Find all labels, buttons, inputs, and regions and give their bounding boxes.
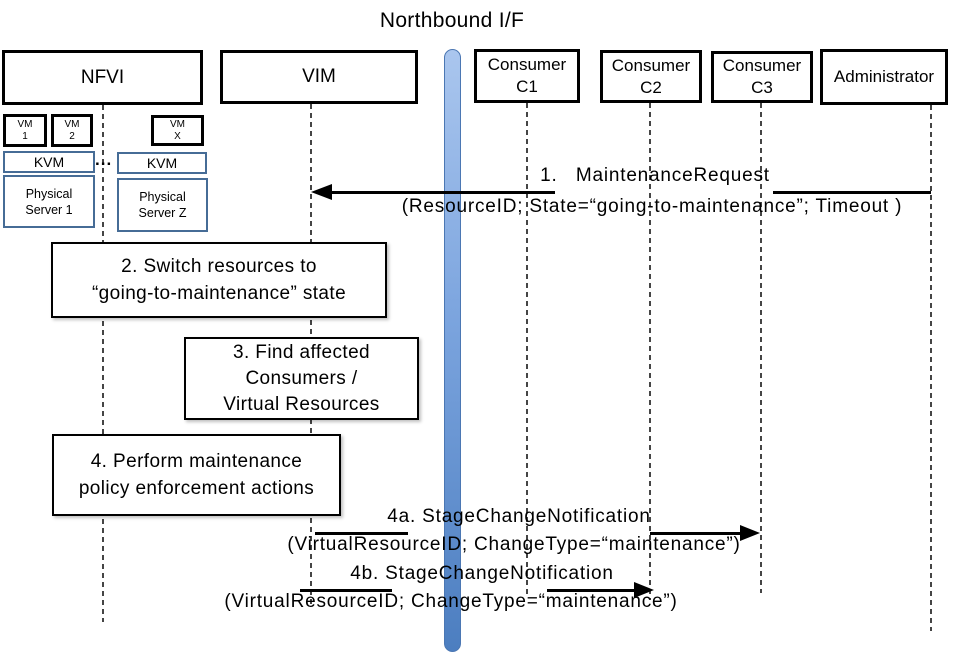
message-4b-arrowhead-right-icon	[634, 582, 654, 598]
actor-administrator-label: Administrator	[833, 67, 935, 86]
message-1-arrow-segment-a	[328, 191, 555, 194]
physical-server-1-line1: Physical	[25, 186, 73, 201]
actor-nfvi-label: NFVI	[80, 66, 125, 88]
message-4b-arrow-segment-a	[300, 589, 392, 592]
actor-consumer-c3: Consumer C3	[711, 51, 813, 103]
message-4b-label: 4b. StageChangeNotification	[350, 563, 614, 584]
actor-c2-label-line2: C2	[640, 77, 662, 97]
actor-c3-label-line2: C3	[751, 78, 773, 97]
message-1-params: (ResourceID; State=“going-to-maintenance…	[401, 196, 903, 217]
message-4a-params: (VirtualResourceID; ChangeType=“maintena…	[287, 534, 741, 555]
step-3-line2: Consumers /	[245, 367, 358, 389]
kvm-right-box: KVM	[117, 152, 207, 174]
lifeline-consumer-c1	[526, 103, 528, 594]
step-4-line1: 4. Perform maintenance	[90, 451, 303, 472]
physical-server-1-box: Physical Server 1	[3, 175, 95, 228]
step-3-line1: 3. Find affected	[232, 341, 371, 363]
vm-1-label-line2: 1	[22, 130, 28, 142]
step-4-box: 4. Perform maintenance policy enforcemen…	[52, 434, 341, 516]
vm-2-box: VM 2	[51, 114, 93, 147]
ellipsis: ...	[95, 150, 113, 169]
step-2-line2: “going-to-maintenance” state	[91, 283, 347, 304]
vm-x-box: VM X	[151, 115, 204, 146]
vm-x-label-line1: VM	[170, 118, 185, 130]
physical-server-z-line1: Physical	[139, 190, 186, 204]
kvm-left-box: KVM	[3, 151, 95, 173]
actor-c1-label-line2: C1	[516, 77, 538, 96]
step-4-line2: policy enforcement actions	[78, 478, 315, 499]
step-3-line3: Virtual Resources	[223, 393, 380, 415]
actor-consumer-c1: Consumer C1	[474, 49, 580, 103]
step-2-line1: 2. Switch resources to	[121, 256, 317, 277]
message-4b-arrow-segment-b	[547, 589, 635, 592]
lifeline-consumer-c2	[649, 103, 651, 600]
message-1-arrowhead-left-icon	[311, 184, 332, 200]
actor-nfvi: NFVI	[2, 50, 203, 105]
vm-1-box: VM 1	[3, 114, 47, 147]
physical-server-z-box: Physical Server Z	[117, 178, 208, 232]
message-1-arrow-segment-b	[773, 191, 931, 194]
lifeline-nfvi	[102, 105, 104, 622]
actor-vim-label: VIM	[302, 66, 336, 87]
northbound-interface-bar	[444, 49, 461, 652]
message-1-label: 1. MaintenanceRequest	[540, 165, 770, 186]
vm-1-label-line1: VM	[17, 118, 33, 130]
vm-x-label-line2: X	[174, 130, 181, 142]
message-4a-arrowhead-right-icon	[740, 525, 760, 541]
actor-consumer-c2: Consumer C2	[600, 50, 702, 103]
message-4a-label: 4a. StageChangeNotification	[387, 506, 651, 527]
kvm-right-label: KVM	[146, 155, 178, 171]
lifeline-administrator	[930, 105, 932, 631]
actor-vim: VIM	[220, 50, 418, 104]
step-2-box: 2. Switch resources to “going-to-mainten…	[51, 242, 387, 318]
step-3-box: 3. Find affected Consumers / Virtual Res…	[184, 337, 419, 420]
physical-server-1-line2: Server 1	[25, 202, 73, 217]
vm-2-label-line1: VM	[64, 118, 80, 130]
message-4a-arrow-segment-a	[315, 532, 408, 535]
kvm-left-label: KVM	[33, 154, 65, 170]
vm-2-label-line2: 2	[69, 130, 75, 142]
actor-c1-label-line1: Consumer	[487, 55, 567, 74]
actor-administrator: Administrator	[820, 49, 948, 105]
actor-c3-label-line1: Consumer	[722, 56, 802, 75]
physical-server-z-line2: Server Z	[138, 206, 187, 220]
actor-c2-label-line1: Consumer	[611, 55, 691, 75]
lifeline-consumer-c3	[760, 103, 762, 593]
page-title: Northbound I/F	[379, 9, 525, 32]
message-4a-arrow-segment-b	[650, 532, 741, 535]
message-4b-params: (VirtualResourceID; ChangeType=“maintena…	[224, 591, 678, 612]
